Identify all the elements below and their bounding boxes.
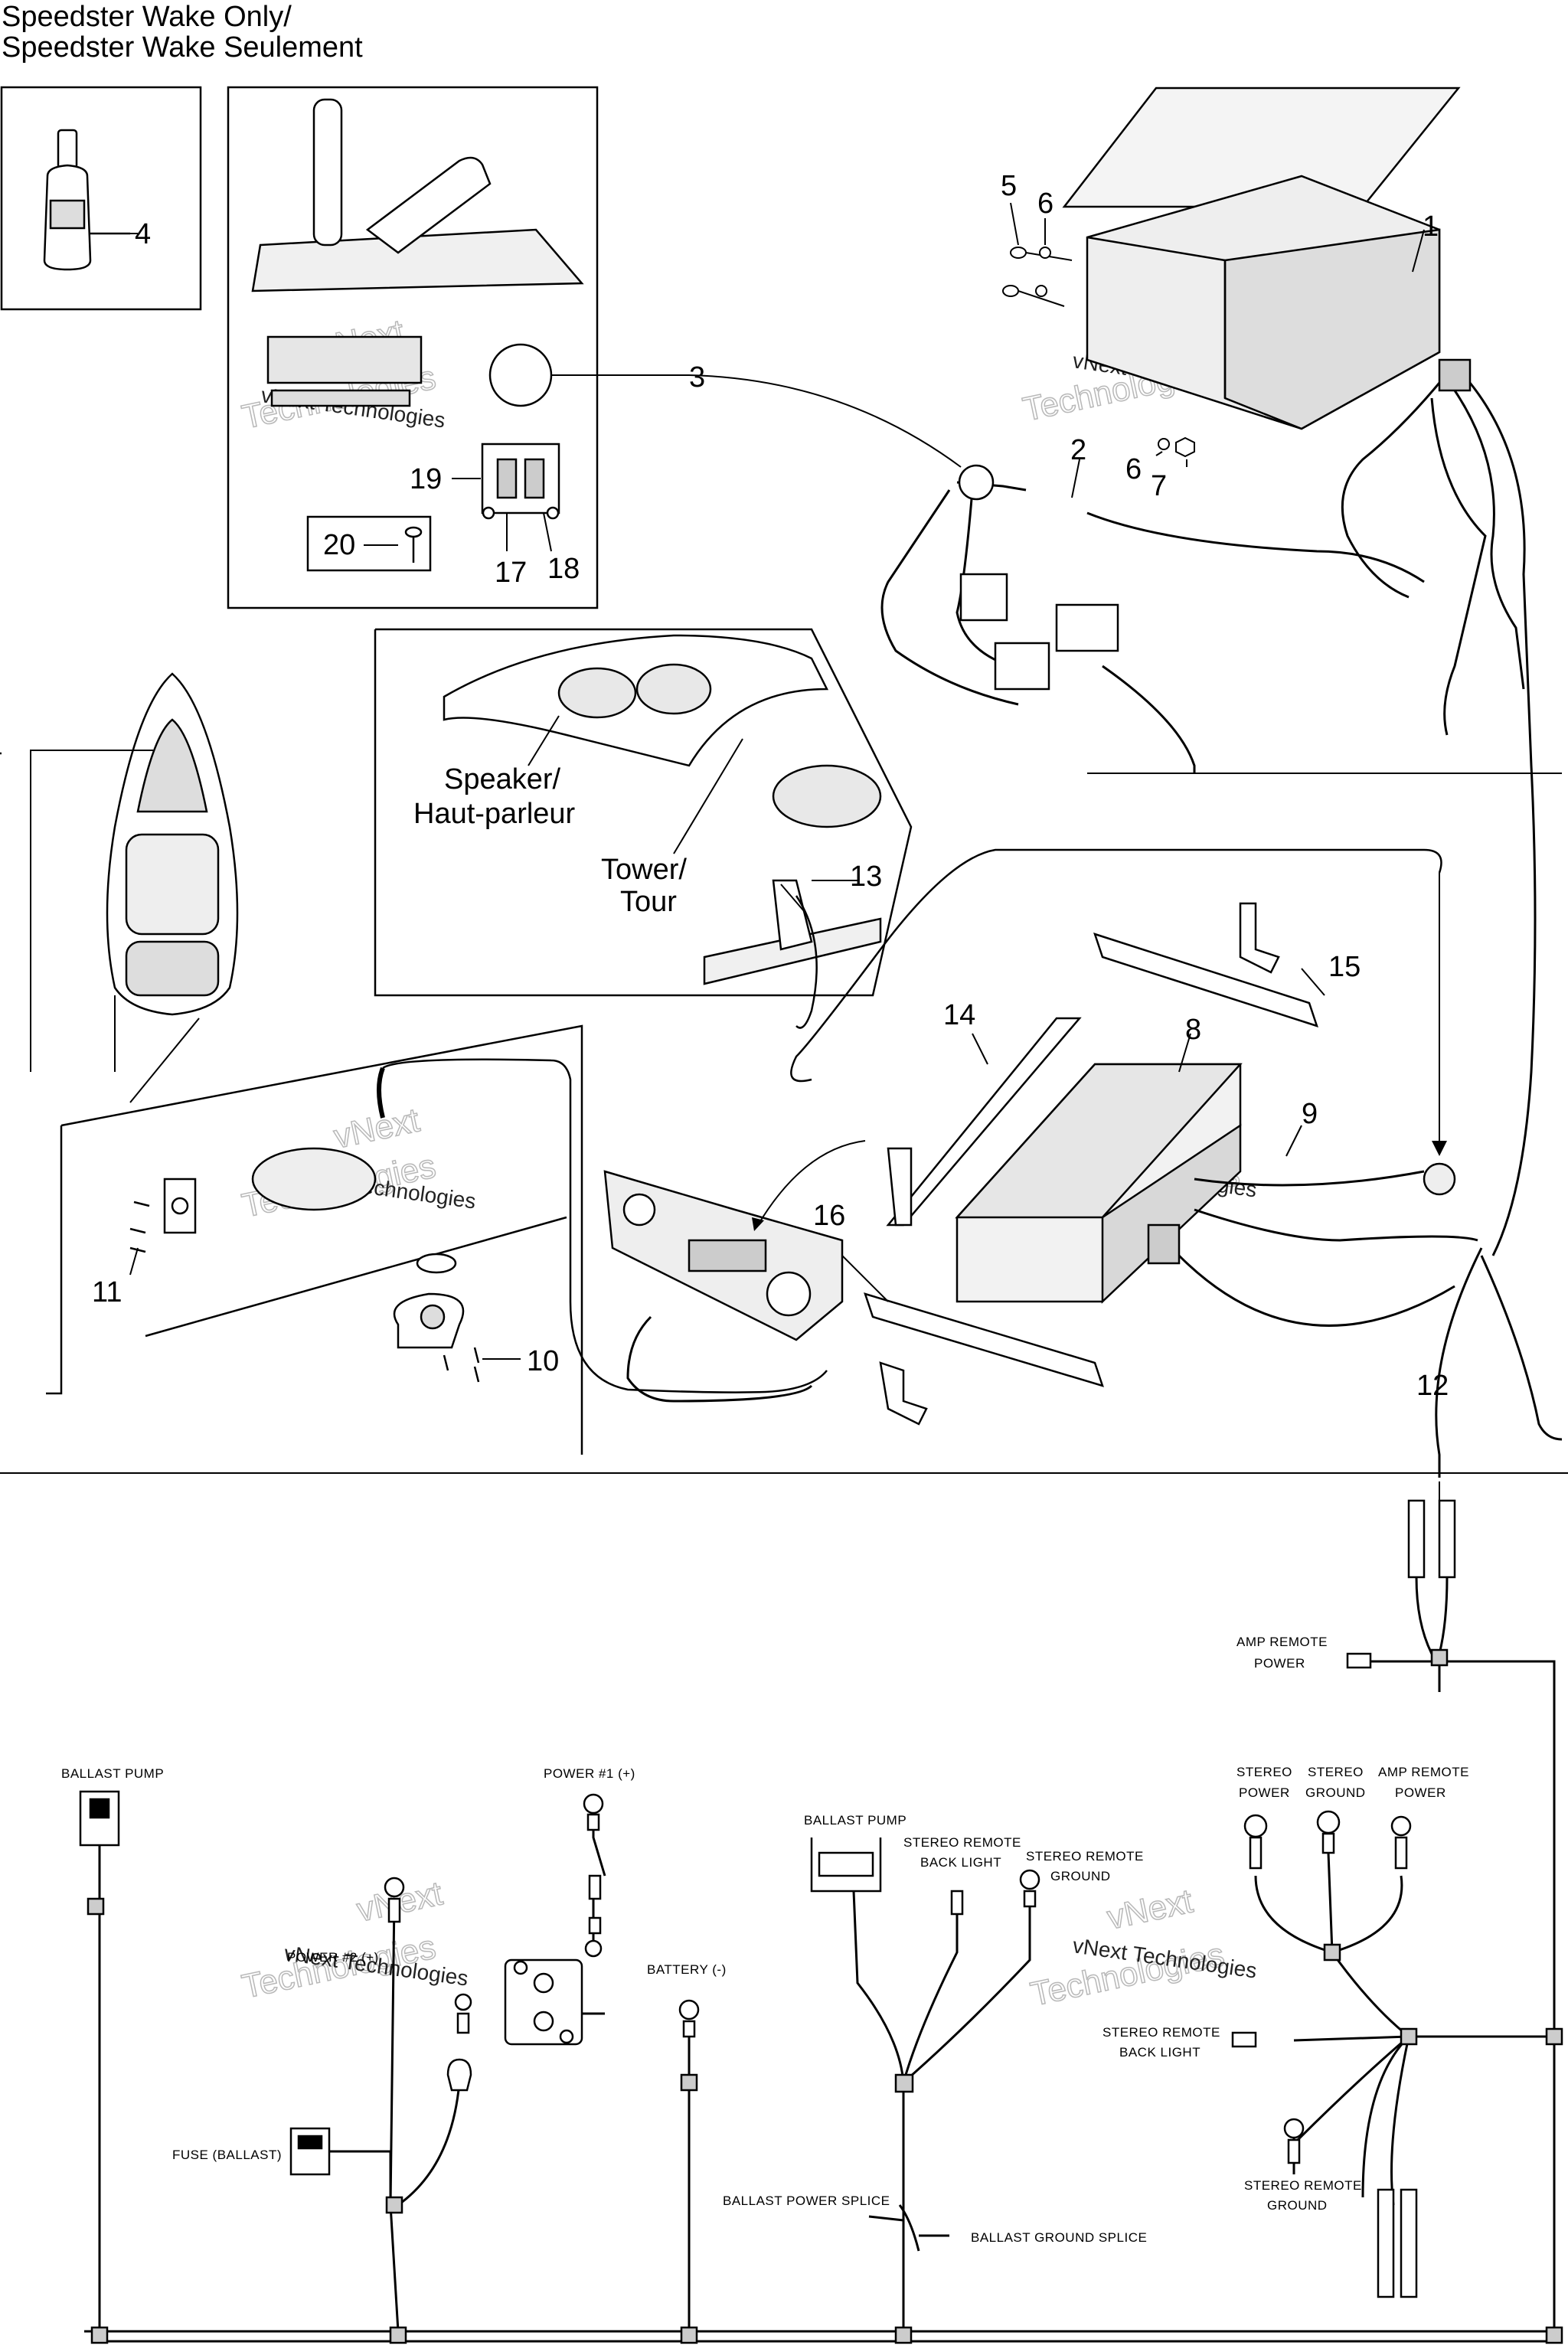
callout-9: 9: [1302, 1098, 1318, 1130]
speaker-wire: [790, 848, 1442, 1083]
diagram-title-en: Speedster Wake Only/: [2, 1, 292, 33]
label-stereo-power: STEREO: [1236, 1765, 1292, 1779]
screw-box-20: [306, 515, 432, 572]
callout-6: 6: [1037, 188, 1054, 220]
label-stereo-remote-ground-top: STEREO REMOTE: [1026, 1849, 1144, 1864]
amp-harness-icon: [1178, 1162, 1563, 1478]
head-unit-leaders: [1010, 202, 1425, 498]
boat-top-view-icon: [106, 672, 239, 1016]
tower-leaders: [528, 715, 858, 912]
callout-10: 10: [527, 1345, 559, 1377]
connector-3-icon: [958, 464, 995, 501]
callout-7: 7: [1151, 470, 1167, 502]
callout-4: 4: [135, 218, 151, 250]
head-unit-screws: [1002, 247, 1195, 458]
label-stereo-remote-ground: STEREO REMOTE: [1244, 2178, 1362, 2193]
label-ballast-pump-left: BALLAST PUMP: [61, 1766, 164, 1781]
label-battery: BATTERY (-): [647, 1962, 727, 1977]
label-fuse-ballast: FUSE (BALLAST): [172, 2148, 282, 2162]
label-stereo-remote-ground-2: GROUND: [1267, 2198, 1328, 2213]
callout-1: 1: [1423, 211, 1439, 243]
label-stereo-remote-back-light-top-2: BACK LIGHT: [920, 1855, 1001, 1870]
label-amp-remote-power-top: AMP REMOTE: [1236, 1635, 1328, 1649]
callout-20: 20: [323, 529, 355, 561]
screw-icons: [129, 1200, 480, 1383]
inset-box-console: [227, 86, 599, 609]
inset-box-bottle: [0, 86, 202, 311]
transom-inset: [46, 1024, 583, 1455]
sealant-bottle-icon: [43, 129, 130, 271]
watermark-text: vNext: [331, 1101, 423, 1155]
label-ballast-pump-mid: BALLAST PUMP: [804, 1813, 906, 1828]
tower-label-en: Tower/: [601, 854, 687, 886]
callout-18: 18: [547, 553, 580, 585]
stereo-remote-unit-icon: [603, 1170, 844, 1341]
label-stereo-power-2: POWER: [1239, 1785, 1290, 1800]
wiring-harness: [84, 1576, 1562, 2343]
callout-3: 3: [689, 361, 705, 394]
callout-16: 16: [813, 1200, 845, 1232]
remote-cable: [382, 1058, 828, 1393]
stereo-head-unit-icon: [1062, 87, 1472, 430]
amp-leaders: [1178, 1033, 1302, 1157]
amplifier-icon: [955, 1063, 1243, 1304]
diagram-title-fr: Speedster Wake Seulement: [2, 31, 363, 64]
label-amp-remote-power: AMP REMOTE: [1378, 1765, 1469, 1779]
label-amp-remote-power-2: POWER: [1395, 1785, 1446, 1800]
remote-arrow: [757, 1140, 866, 1226]
label-amp-remote-power-top-2: POWER: [1254, 1656, 1305, 1671]
label-stereo-remote-back-light-2: BACK LIGHT: [1119, 2045, 1200, 2060]
arrow-head: [1432, 1141, 1447, 1156]
callout-15: 15: [1328, 951, 1361, 983]
wiring-components: [79, 1499, 1563, 2344]
callout-11: 11: [92, 1276, 122, 1308]
label-ballast-power-splice: BALLAST POWER SPLICE: [723, 2194, 890, 2208]
bracket-leaders: [841, 968, 1325, 1302]
mounting-bracket-icon: [864, 902, 1318, 1426]
callout-19: 19: [410, 463, 442, 495]
speaker-label-en: Speaker/: [444, 763, 561, 795]
screw-icon: [404, 526, 423, 563]
label-stereo-remote-back-light-top: STEREO REMOTE: [903, 1835, 1021, 1850]
watermark-text: vNext: [1104, 1882, 1196, 1936]
circuit-breaker-icon: [504, 1958, 583, 2046]
arrow-head: [752, 1217, 764, 1231]
cable-end: [377, 1067, 385, 1119]
console-leaders: [130, 233, 689, 552]
label-ballast-ground-splice: BALLAST GROUND SPLICE: [971, 2230, 1147, 2245]
rca-cable: [626, 1315, 813, 1403]
label-stereo-remote-back-light: STEREO REMOTE: [1102, 2025, 1220, 2040]
callout-14: 14: [943, 999, 975, 1031]
remote-control-harness-icon: [880, 481, 1425, 773]
transom-leaders: [129, 1247, 521, 1360]
callout-17: 17: [495, 557, 527, 589]
callout-8: 8: [1185, 1014, 1201, 1046]
label-power-2: POWER #2 (+): [287, 1950, 379, 1965]
callout-6b: 6: [1125, 453, 1142, 485]
callout-2: 2: [1070, 434, 1086, 466]
tower-speaker-illustration: [443, 634, 882, 1029]
callout-5: 5: [1001, 170, 1017, 202]
leader-3: [688, 374, 962, 468]
label-stereo-ground: STEREO: [1308, 1765, 1364, 1779]
console-throttle-illustration: [251, 98, 584, 520]
label-stereo-ground-2: GROUND: [1305, 1785, 1366, 1800]
inset-box-tower: [374, 628, 913, 997]
transom-fitting-icon: [163, 1147, 465, 1349]
tower-label-fr: Tour: [620, 886, 677, 918]
label-power-1: POWER #1 (+): [544, 1766, 635, 1781]
boat-leaders: [30, 750, 200, 1103]
callout-12: 12: [1416, 1370, 1449, 1402]
label-stereo-remote-ground-top-2: GROUND: [1050, 1869, 1111, 1883]
harness-cable-icon: [1341, 382, 1537, 1256]
callout-13: 13: [850, 861, 882, 893]
speaker-label-fr: Haut-parleur: [413, 798, 576, 830]
